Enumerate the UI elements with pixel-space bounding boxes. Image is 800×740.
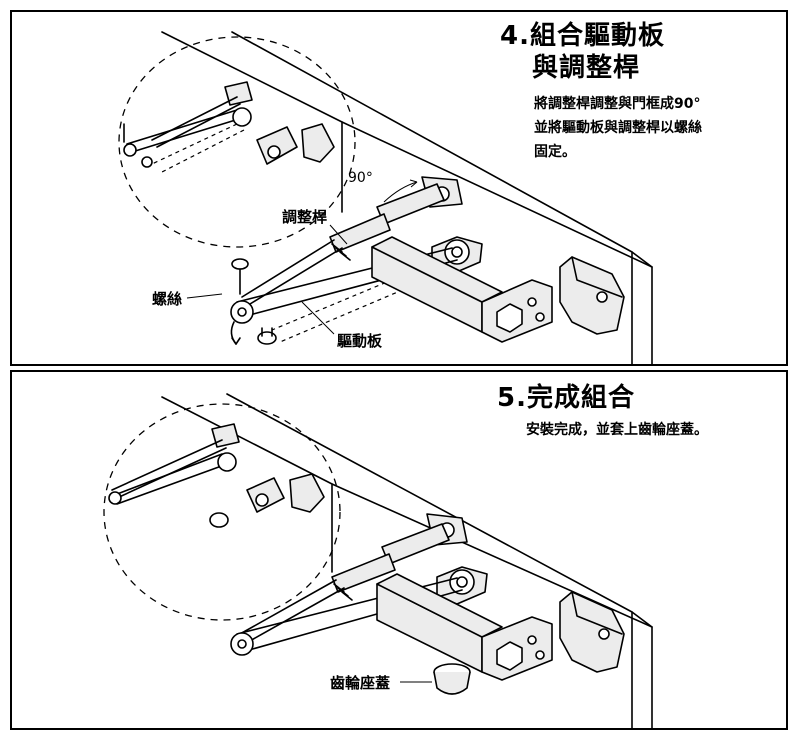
frame-bracket xyxy=(559,591,625,673)
step-5-desc: 安裝完成，並套上齒輪座蓋。 xyxy=(526,422,708,438)
step-4-title-line1: 4.組合驅動板 xyxy=(500,21,665,51)
drive-plate-label: 驅動板 xyxy=(337,332,383,350)
main-arm-assembly xyxy=(230,176,483,345)
step-4-title-line2: 與調整桿 xyxy=(532,53,641,83)
frame-bracket xyxy=(559,256,625,335)
step-5-panel: 5.完成組合 安裝完成，並套上齒輪座蓋。 齒輪座蓋 xyxy=(10,370,788,730)
step-4-desc-line3: 固定。 xyxy=(534,144,576,160)
step-5-title: 5.完成組合 xyxy=(497,383,635,413)
closer-body xyxy=(376,573,553,681)
step-4-panel: 4.組合驅動板 與調整桿 將調整桿調整與門框成90° 並將驅動板與調整桿以螺絲 … xyxy=(10,10,788,366)
detail-circle xyxy=(118,36,356,248)
step-4-illustration xyxy=(118,31,653,364)
detail-arm-assembly xyxy=(108,423,325,528)
main-arm-assembly xyxy=(230,513,488,656)
step-4-desc-line1: 將調整桿調整與門框成90° xyxy=(534,96,701,112)
detail-arm-assembly xyxy=(123,81,335,173)
step-5-illustration xyxy=(103,393,653,728)
adjust-rod-label: 調整桿 xyxy=(282,208,328,226)
angle-label: 90° xyxy=(348,170,373,186)
door-frame xyxy=(161,31,653,364)
gear-cover-label: 齒輪座蓋 xyxy=(330,674,391,692)
closer-body xyxy=(371,236,553,343)
detail-circle xyxy=(103,403,341,621)
screw-label: 螺絲 xyxy=(152,290,183,308)
step-4-desc-line2: 並將驅動板與調整桿以螺絲 xyxy=(534,120,702,136)
door-frame xyxy=(161,393,653,728)
angle-marker xyxy=(383,179,418,203)
gear-cover-part xyxy=(400,663,471,695)
